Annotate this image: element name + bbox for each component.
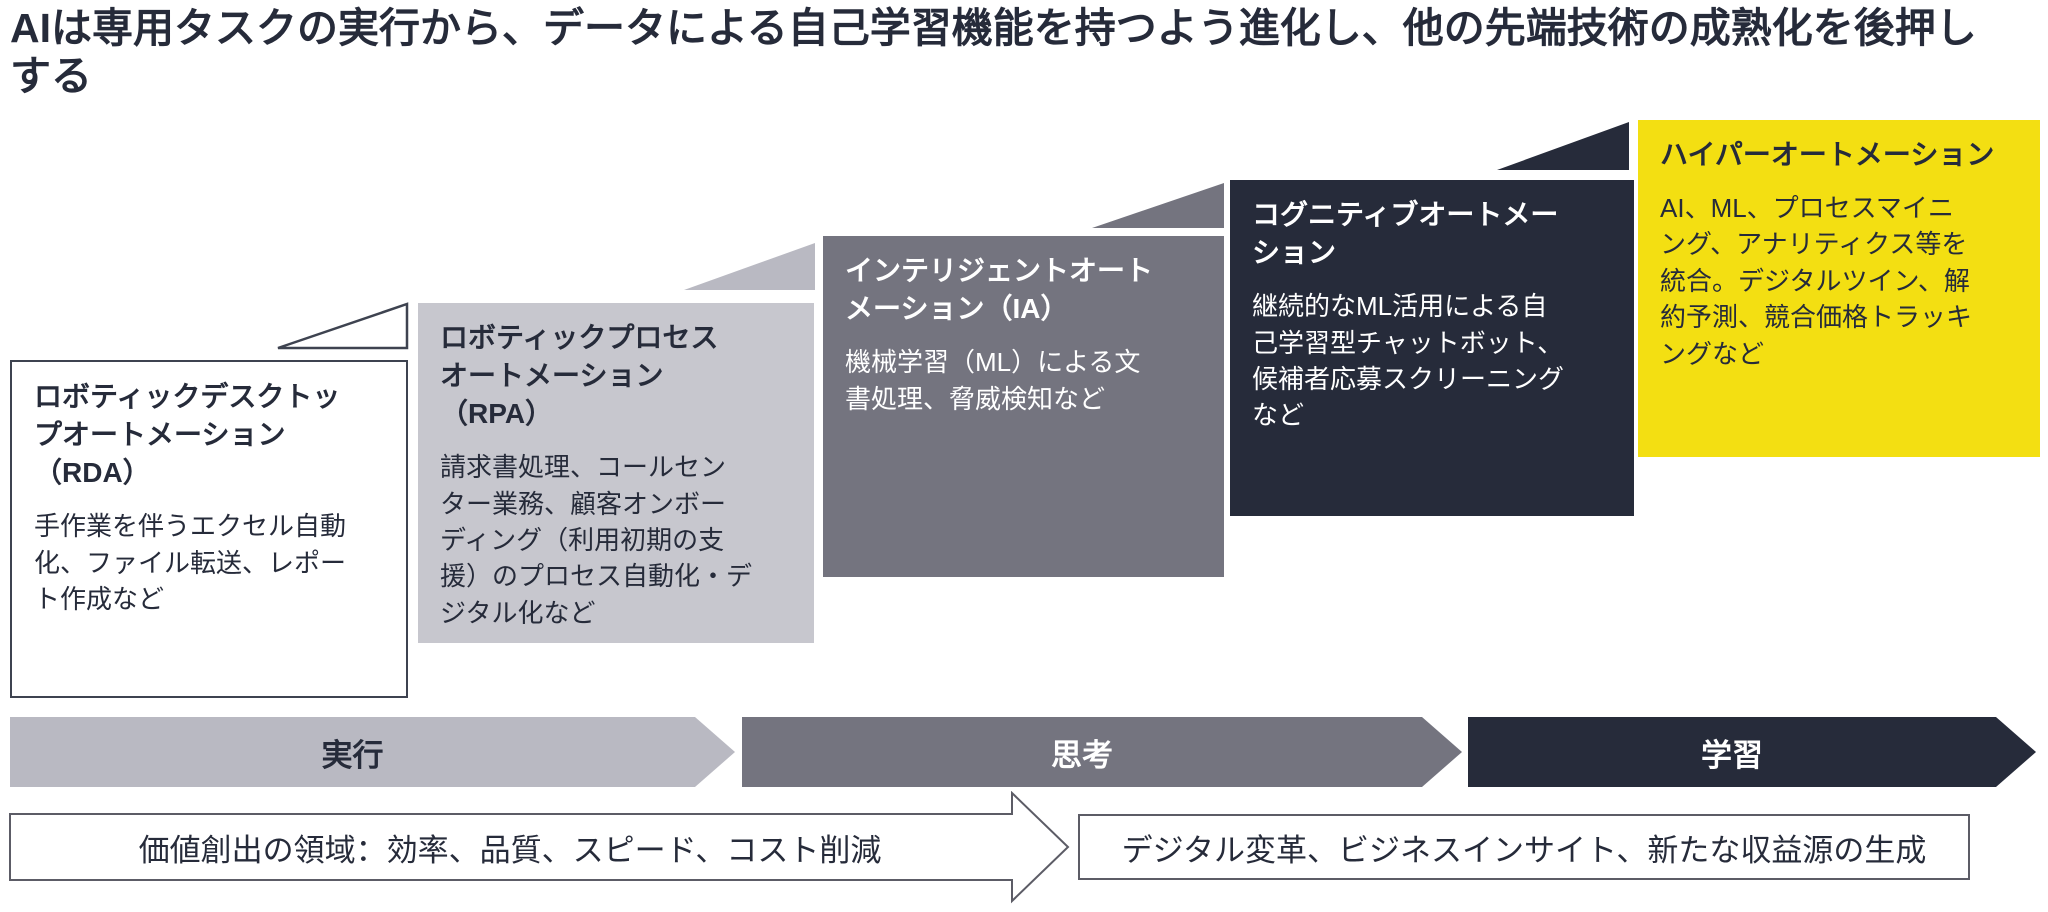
step-heading-rpa: ロボティックプロセス オートメーション （RPA） bbox=[440, 322, 719, 430]
value-creation-arrow-text: 価値創出の領域：効率、品質、スピード、コスト削減 bbox=[138, 832, 882, 868]
step-connector-triangle-1 bbox=[277, 302, 409, 350]
step-connector-triangle-4 bbox=[1497, 122, 1629, 170]
value-creation-arrow-shape bbox=[9, 791, 1070, 904]
phase-arrow-learn: 学習 bbox=[1468, 717, 2036, 787]
phase-label-execute: 実行 bbox=[321, 737, 384, 773]
step-box-cognitive: コグニティブオートメー ション 継続的なML活用による自 己学習型チャットボット… bbox=[1230, 180, 1634, 516]
step-heading-cognitive: コグニティブオートメー ション bbox=[1252, 199, 1559, 269]
step-box-hyperautomation: ハイパーオートメーション AI、ML、プロセスマイニ ング、アナリティクス等を … bbox=[1638, 120, 2040, 457]
step-body-ia: 機械学習（ML）による文 書処理、脅威検知など bbox=[845, 347, 1141, 414]
step-connector-triangle-3 bbox=[1092, 183, 1224, 228]
phase-label-learn: 学習 bbox=[1701, 737, 1763, 773]
phase-label-think: 思考 bbox=[1051, 737, 1113, 773]
page-title: AIは専用タスクの実行から、データによる自己学習機能を持つよう進化し、他の先端技… bbox=[10, 5, 1977, 100]
step-connector-triangle-2 bbox=[684, 243, 815, 290]
step-heading-hyperautomation: ハイパーオートメーション bbox=[1660, 139, 1995, 170]
step-body-cognitive: 継続的なML活用による自 己学習型チャットボット、 候補者応募スクリーニング な… bbox=[1252, 291, 1565, 431]
step-body-hyperautomation: AI、ML、プロセスマイニ ング、アナリティクス等を 統合。デジタルツイン、解 … bbox=[1660, 193, 1973, 369]
step-box-rpa: ロボティックプロセス オートメーション （RPA） 請求書処理、コールセン ター… bbox=[418, 303, 814, 643]
step-body-rpa: 請求書処理、コールセン ター業務、顧客オンボー ディング（利用初期の支 援）のプ… bbox=[440, 452, 753, 628]
step-body-rda: 手作業を伴うエクセル自動 化、ファイル転送、レポー ト作成など bbox=[34, 511, 347, 615]
step-heading-rda: ロボティックデスクトッ プオートメーション （RDA） bbox=[34, 381, 341, 489]
step-box-rda: ロボティックデスクトッ プオートメーション （RDA） 手作業を伴うエクセル自動… bbox=[10, 360, 408, 698]
value-outcome-box: デジタル変革、ビジネスインサイト、新たな収益源の生成 bbox=[1078, 814, 1970, 880]
step-heading-ia: インテリジェントオート メーション（IA） bbox=[845, 255, 1154, 325]
step-box-ia: インテリジェントオート メーション（IA） 機械学習（ML）による文 書処理、脅… bbox=[823, 236, 1224, 577]
phase-arrow-think: 思考 bbox=[742, 717, 1462, 787]
phase-arrow-execute: 実行 bbox=[10, 717, 735, 787]
